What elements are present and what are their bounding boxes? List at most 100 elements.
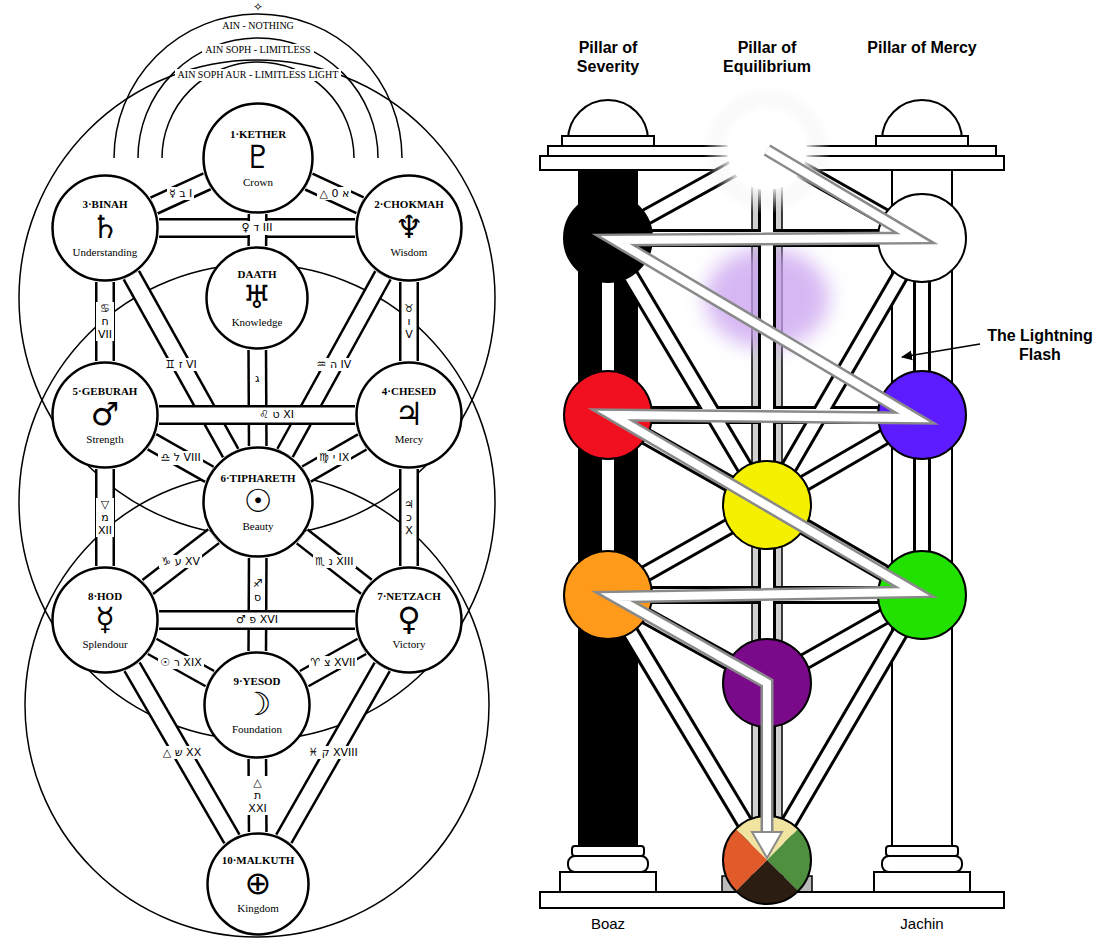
sephirah-name: 10·MALKUTH	[222, 854, 295, 867]
sephirah-circle: 5·GEBURAH♂Strength	[51, 361, 159, 469]
sephirah-text-stack: 6·TIPHARETH☉Beauty	[202, 446, 314, 558]
sephirah-title: Understanding	[73, 246, 138, 259]
sephirah-text-stack: 2·CHOKMAH♆Wisdom	[355, 174, 463, 282]
path-label: ♍ י IX	[317, 451, 351, 464]
sephirah-name: 9·YESOD	[233, 675, 280, 688]
sephirah-text-stack: DAATH♅Knowledge	[205, 246, 309, 350]
sephirah-name: 4·CHESED	[382, 385, 436, 398]
lightning-flash-edge	[612, 150, 915, 836]
path-label: ♎ ל VIII	[158, 451, 202, 464]
sephirah-text-stack: 4·CHESED♃Mercy	[355, 361, 463, 469]
planet-symbol: ♂	[91, 397, 120, 432]
path-label: ♌ ט XI	[257, 408, 296, 421]
pillar-base	[572, 846, 644, 856]
sephirah-ring	[357, 568, 462, 673]
sephirah-circle: 8·HOD☿Splendour	[51, 566, 159, 674]
pillar-capital	[562, 136, 654, 146]
planet-symbol: ♆	[395, 210, 424, 245]
path-band-fill	[309, 182, 360, 206]
path-label: △ ת XXI	[246, 776, 268, 816]
path-band-outline	[304, 646, 362, 678]
sephirah-circle: 7·NETZACH♀Victory	[355, 566, 463, 674]
path-band-outline	[159, 610, 355, 630]
sephirah-circle: 9·YESOD☽Foundation	[203, 651, 311, 759]
sephirah-text-stack: 10·MALKUTH⊕Kingdom	[206, 832, 310, 936]
sephirah-title: Knowledge	[232, 316, 283, 329]
path-band-outline	[247, 558, 267, 651]
veil-arc	[114, 14, 402, 158]
path-band	[307, 442, 363, 474]
sephirah-title: Beauty	[242, 520, 273, 533]
sephirah-name: DAATH	[238, 268, 277, 281]
path-band-fill	[608, 150, 922, 860]
path-label: ♒ ה IV	[315, 358, 354, 371]
path-band-outline	[247, 759, 267, 832]
sephirah-name: 6·TIPHARETH	[220, 472, 295, 485]
veil-label: AIN SOPH AUR - LIMITLESS LIGHT	[175, 69, 342, 81]
path-band-fill	[250, 558, 265, 651]
sephirah-name: 5·GEBURAH	[73, 385, 138, 398]
path-label: ♐ ס	[251, 577, 265, 603]
pillar-name: Jachin	[900, 915, 943, 932]
path-label: ♂ פ XVI	[234, 613, 280, 626]
path-band-fill	[304, 646, 362, 678]
path-label: ♊ ז VI	[163, 358, 198, 371]
path-label: ☿ ב I	[167, 187, 194, 200]
planet-symbol: ☽	[243, 687, 272, 722]
path-band-fill	[159, 408, 355, 423]
star-ornament: ✧	[253, 1, 263, 14]
path-band-fill	[154, 181, 207, 205]
veil-label: AIN - NOTHING	[219, 20, 297, 32]
pillar-label: Pillar of Severity	[553, 38, 663, 76]
leader-line	[902, 344, 980, 357]
path-band-fill	[148, 536, 214, 587]
sephirah-name: 2·CHOKMAH	[374, 198, 444, 211]
sephirah-ring	[205, 653, 310, 758]
path-band-outline	[608, 150, 922, 860]
sephirah-ring	[208, 834, 309, 935]
path-band-fill	[159, 613, 355, 628]
path-band-outline	[307, 442, 363, 474]
pillar-dome	[568, 100, 648, 140]
path-band-outline	[152, 646, 210, 678]
planet-symbol: ♇	[244, 140, 273, 175]
sephirah-ring	[53, 568, 158, 673]
sephirah-text-stack: 5·GEBURAH♂Strength	[51, 361, 159, 469]
sephirah-title: Wisdom	[391, 246, 428, 259]
sephirah-title: Strength	[86, 433, 123, 446]
path-label: ♃ כ X	[402, 498, 416, 538]
path-label: ♀ ד III	[240, 221, 275, 234]
path-band	[304, 646, 362, 678]
sephirah-title: Kingdom	[237, 902, 279, 915]
path-band	[148, 536, 214, 587]
planet-symbol: ♃	[395, 397, 424, 432]
path-band-outline	[302, 536, 366, 586]
callout-label: The Lightning Flash	[975, 326, 1105, 364]
path-band	[309, 182, 360, 206]
planet-symbol: ☉	[244, 484, 273, 519]
sephirah-circle: 6·TIPHARETH☉Beauty	[202, 446, 314, 558]
path-band-outline	[159, 405, 355, 425]
sephirah-name: 1·KETHER	[230, 128, 286, 141]
path-band-fill	[250, 350, 265, 446]
sephirah-text-stack: 3·BINAH♄Understanding	[51, 174, 159, 282]
path-band-fill	[307, 442, 363, 474]
sephirah-title: Victory	[393, 638, 426, 651]
pillar-base	[874, 872, 970, 892]
path-band-fill	[152, 646, 210, 678]
pillar-label: Pillar of Mercy	[867, 38, 977, 57]
sephirah-name: 8·HOD	[88, 590, 122, 603]
sephirah-text-stack: 7·NETZACH♀Victory	[355, 566, 463, 674]
sephirah-ring	[53, 363, 158, 468]
path-band	[152, 442, 209, 475]
path-band-fill	[402, 469, 417, 566]
lightning-flash	[612, 150, 915, 836]
sephirah-ring	[204, 448, 313, 557]
path-band	[257, 350, 258, 446]
pillar-base	[886, 846, 958, 856]
veil-label: AIN SOPH - LIMITLESS	[202, 44, 313, 56]
sephirah-text-stack: 9·YESOD☽Foundation	[203, 651, 311, 759]
sephirah-circle: 4·CHESED♃Mercy	[355, 361, 463, 469]
